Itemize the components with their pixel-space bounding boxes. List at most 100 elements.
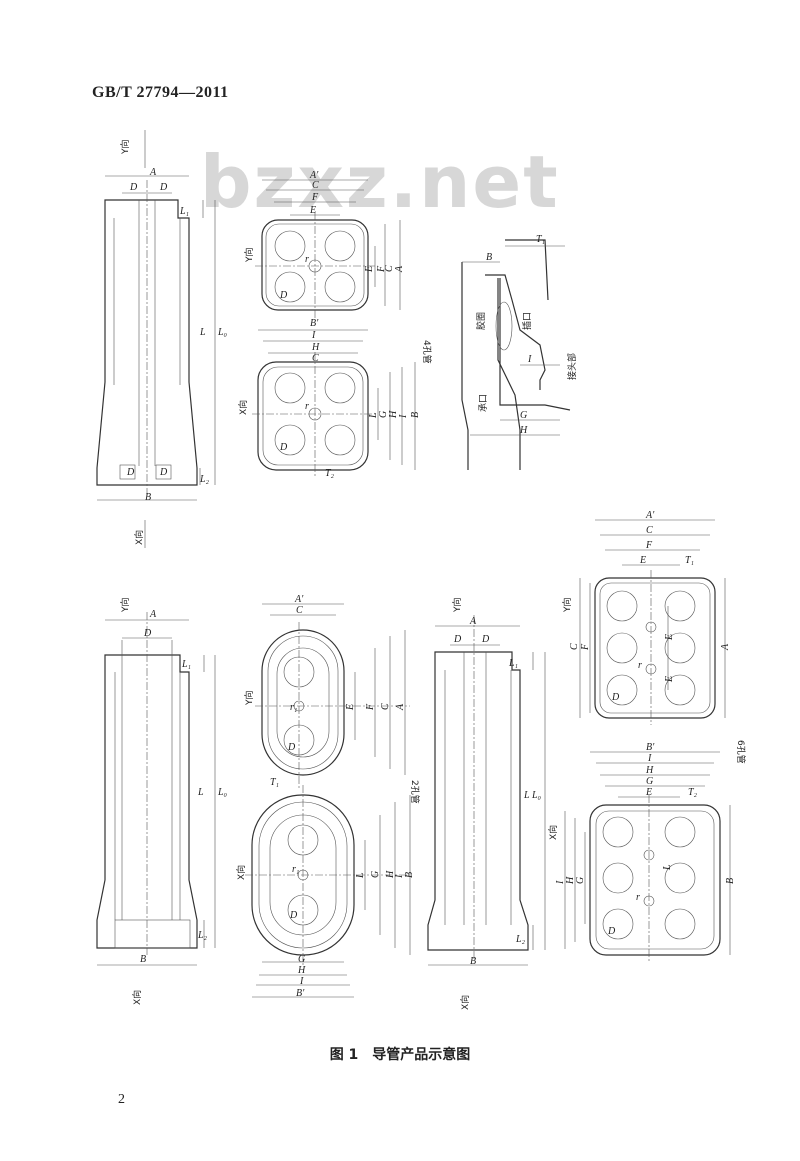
joint-section-label: 接头部	[566, 353, 578, 380]
joint-detail	[461, 239, 571, 470]
dim-E: E	[664, 634, 675, 641]
dim-E: E	[664, 676, 675, 683]
x-direction-label: X向	[235, 865, 247, 880]
section-y-2hole	[255, 603, 410, 790]
dim-E: E	[645, 787, 652, 798]
dim-H: H	[645, 765, 654, 776]
two-hole-label: 2孔管	[409, 780, 421, 804]
dim-I: I	[527, 354, 532, 365]
dim-H: H	[311, 342, 320, 353]
x-direction-label: X向	[459, 995, 471, 1010]
dim-G: G	[378, 411, 389, 418]
dim-A1: A'	[645, 510, 655, 521]
dim-G: G	[646, 776, 653, 787]
dim-L0: L₀	[217, 787, 228, 798]
side-view-6hole	[427, 615, 546, 966]
section-y-4hole	[255, 179, 401, 318]
dim-I: I	[398, 414, 409, 419]
dim-D: D	[279, 290, 288, 301]
dim-T2: T₂	[325, 468, 335, 479]
page-number: 2	[118, 1092, 125, 1107]
dim-L: L	[355, 872, 366, 879]
dim-A: A	[149, 167, 157, 178]
dim-L: L	[197, 787, 204, 798]
dim-A1: A'	[294, 594, 304, 605]
standard-number: GB/T 27794—2011	[92, 84, 229, 101]
dim-L1: L₁	[508, 658, 518, 669]
dim-G: G	[575, 877, 586, 884]
dim-T1: T₁	[270, 777, 279, 788]
dim-r1: r₁	[292, 864, 299, 875]
dim-r: r	[636, 892, 640, 903]
dim-B: B	[145, 492, 151, 503]
dim-T1: T₁	[536, 234, 545, 245]
dim-A: A	[469, 616, 477, 627]
socket-label: 承口	[478, 394, 489, 412]
dim-B: B	[140, 954, 146, 965]
y-direction-label: Y向	[119, 140, 131, 156]
dim-H: H	[385, 870, 396, 879]
dim-D: D	[143, 628, 152, 639]
six-hole-label: 6孔管	[735, 740, 747, 764]
dim-D: D	[453, 634, 462, 645]
dim-E: E	[364, 266, 375, 273]
dim-F: F	[580, 643, 591, 651]
dim-r: r	[305, 254, 309, 265]
x-direction-label: X向	[547, 825, 559, 840]
dim-T2: T₂	[688, 787, 698, 798]
dim-D: D	[159, 467, 168, 478]
dim-G: G	[298, 954, 305, 965]
dim-L: L	[523, 790, 530, 801]
dim-L1: L₁	[181, 659, 191, 670]
dim-D: D	[279, 442, 288, 453]
dim-L: L	[662, 864, 673, 871]
y-direction-label: Y向	[451, 598, 463, 614]
x-direction-label: X向	[237, 400, 249, 415]
watermark: bzxz.net	[200, 140, 560, 224]
dim-L: L	[368, 412, 379, 419]
y-direction-label: Y向	[561, 598, 573, 614]
dim-C: C	[312, 353, 319, 364]
dim-D: D	[289, 910, 298, 921]
dim-B: B	[410, 412, 421, 418]
dim-A: A	[149, 609, 157, 620]
dim-B1: B'	[310, 318, 319, 329]
dim-I: I	[299, 976, 304, 987]
y-direction-label: Y向	[119, 598, 131, 614]
dim-D: D	[126, 467, 135, 478]
dim-L0: L₀	[531, 790, 542, 801]
dim-I: I	[647, 753, 652, 764]
dim-I: I	[555, 880, 566, 885]
dim-T1: T₁	[685, 555, 694, 566]
dim-B1: B'	[646, 742, 655, 753]
dim-E: E	[639, 555, 646, 566]
figure-caption: 图 1 导管产品示意图	[329, 1047, 471, 1063]
dim-r1: r₁	[290, 702, 297, 713]
dim-D: D	[611, 692, 620, 703]
section-x-4hole	[252, 329, 416, 478]
x-direction-label: X向	[133, 530, 145, 545]
dim-D: D	[481, 634, 490, 645]
rubber-ring-label: 胶圈	[475, 312, 487, 330]
dim-B: B	[404, 872, 415, 878]
dim-D: D	[607, 926, 616, 937]
dim-H: H	[519, 425, 528, 436]
dim-A: A	[395, 703, 406, 711]
dim-L0: L₀	[217, 327, 228, 338]
dim-r: r	[638, 660, 642, 671]
side-view-4hole	[96, 130, 216, 548]
dim-C: C	[312, 180, 319, 191]
section-x-2hole	[245, 785, 411, 998]
dim-G: G	[520, 410, 527, 421]
dim-F: F	[376, 265, 387, 273]
dim-F: F	[365, 703, 376, 711]
dim-L2: L₂	[197, 930, 208, 941]
dim-B1: B'	[296, 988, 305, 999]
dim-D: D	[129, 182, 138, 193]
section-y-6hole	[579, 519, 726, 725]
dim-H: H	[565, 876, 576, 885]
dim-F: F	[311, 192, 319, 203]
dim-L2: L₂	[199, 474, 210, 485]
four-hole-label: 4孔管	[421, 340, 433, 364]
